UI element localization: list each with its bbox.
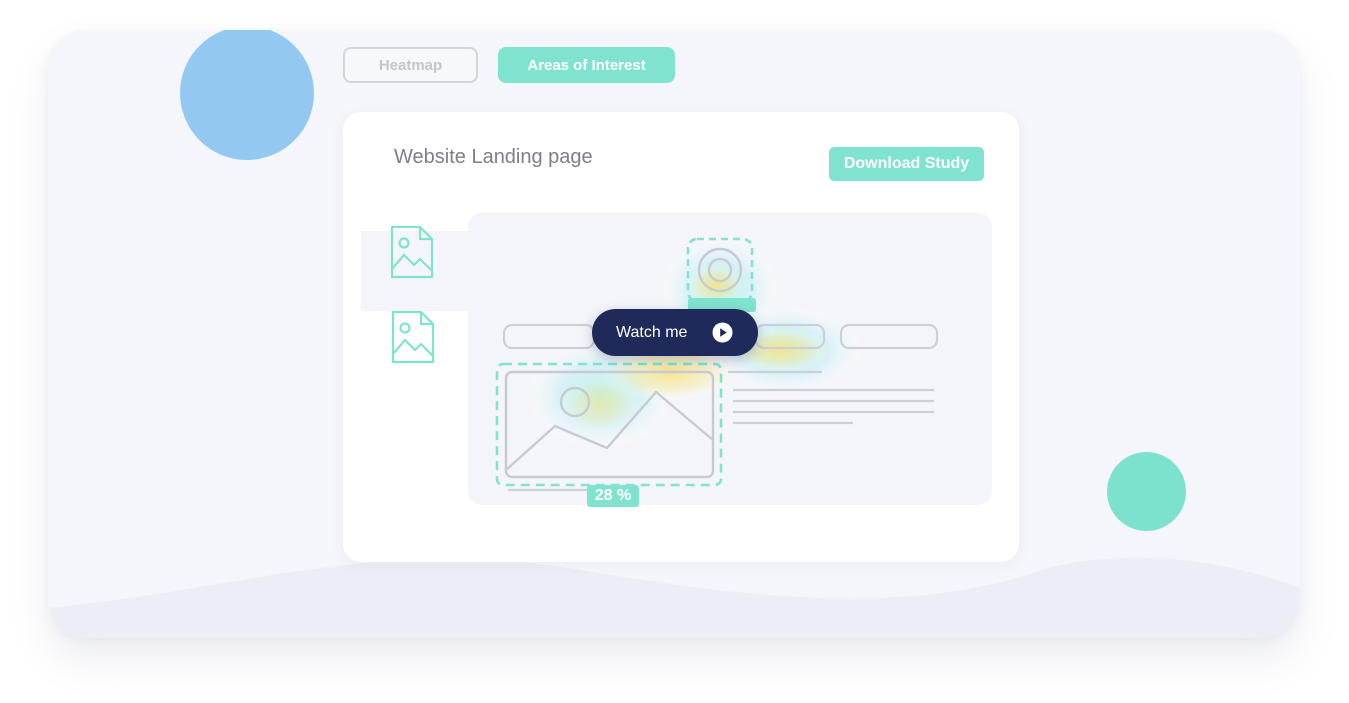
background-wave	[48, 557, 1300, 638]
tab-heatmap[interactable]: Heatmap	[343, 47, 478, 83]
decor-circle-blue	[180, 30, 314, 160]
image-file-icon[interactable]	[389, 308, 437, 366]
watch-me-label: Watch me	[616, 323, 688, 341]
decor-circle-green	[1107, 452, 1186, 531]
watch-me-button[interactable]: Watch me	[592, 309, 758, 356]
play-icon	[712, 322, 733, 343]
card-title: Website Landing page	[394, 146, 593, 168]
image-file-icon[interactable]	[388, 223, 436, 281]
tab-areas-of-interest[interactable]: Areas of Interest	[498, 47, 675, 83]
download-study-button[interactable]: Download Study	[829, 147, 984, 181]
aoi-image-percent-badge: 28 %	[587, 485, 639, 507]
thumbnail-strip	[361, 231, 473, 311]
aoi-avatar-percent-badge	[688, 298, 756, 312]
landing-page-preview	[468, 213, 992, 505]
